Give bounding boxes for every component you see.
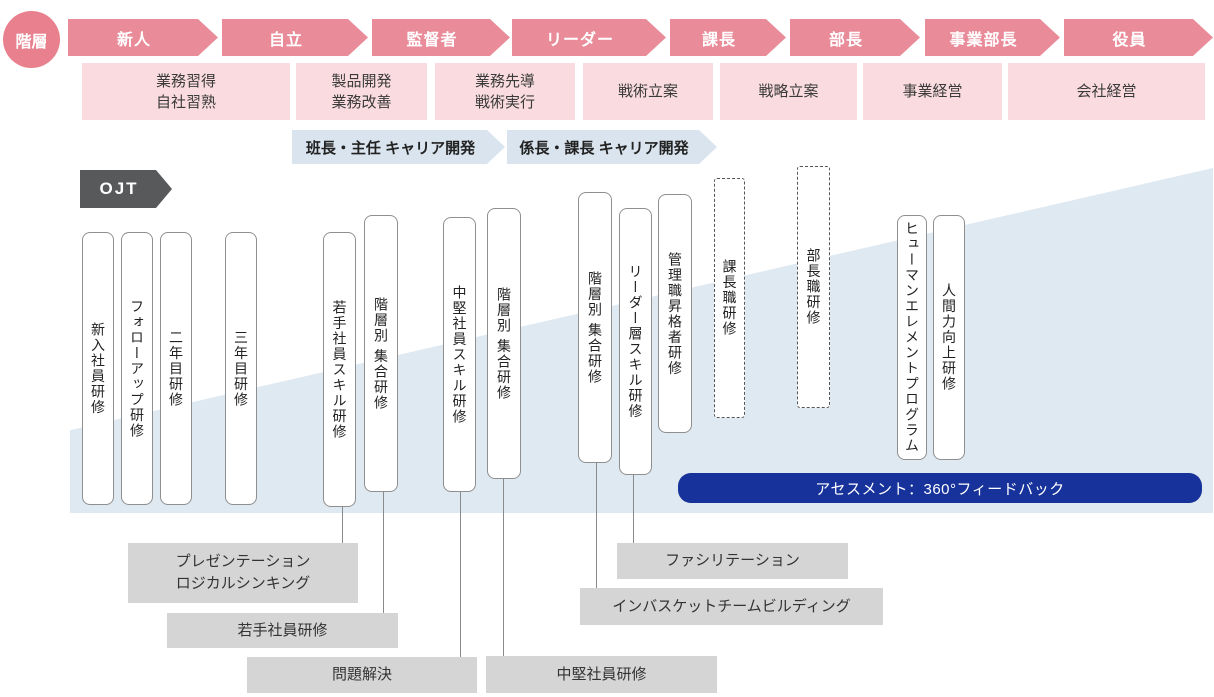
training-box: 管理職昇格者研修 — [658, 194, 692, 433]
connector-line — [460, 492, 461, 657]
connector-line — [503, 479, 504, 656]
training-box-label: 中堅社員スキル研修 — [451, 284, 468, 425]
training-box: 三年目研修 — [225, 232, 257, 505]
training-box: 新入社員研修 — [82, 232, 114, 505]
training-box-label: 階層別 集合研修 — [587, 270, 603, 385]
connector-line — [633, 475, 634, 543]
connector-line — [383, 492, 384, 613]
training-box: フォローアップ研修 — [121, 232, 153, 505]
career-development-arrow: 班長・主任 キャリア開発 — [292, 130, 505, 164]
training-box-label: 管理職昇格者研修 — [667, 251, 683, 376]
training-box-label: 三年目研修 — [233, 329, 249, 408]
level-chevron: 自立 — [222, 19, 368, 56]
connector-line — [342, 507, 343, 543]
level-chevron: 監督者 — [372, 19, 510, 56]
training-box-label: 二年目研修 — [168, 329, 184, 408]
training-box: 階層別 集合研修 — [487, 208, 521, 479]
training-box-label: 階層別 集合研修 — [496, 286, 512, 401]
level-chevron: リーダー — [512, 19, 666, 56]
workshop-box: プレゼンテーション ロジカルシンキング — [128, 543, 358, 603]
assessment-bar: アセスメント：360°フィードバック — [678, 473, 1202, 503]
competency-box: 事業経営 — [863, 63, 1002, 120]
connector-line — [596, 463, 597, 588]
training-box-label: 人間力向上研修 — [941, 283, 957, 392]
workshop-box: ファシリテーション — [617, 543, 848, 579]
workshop-box: 若手社員研修 — [167, 613, 398, 648]
training-box-label: ヒューマンエレメントプログラム — [904, 221, 920, 454]
training-box: 人間力向上研修 — [933, 215, 965, 460]
training-box: 若手社員スキル研修 — [323, 232, 356, 507]
competency-box: 製品開発 業務改善 — [296, 63, 427, 120]
training-box-label: フォローアップ研修 — [129, 298, 145, 439]
level-chevron: 事業部長 — [925, 19, 1060, 56]
training-box-label: 階層別 集合研修 — [373, 296, 389, 411]
training-box-label: 新入社員研修 — [90, 322, 106, 415]
workshop-box: 中堅社員研修 — [486, 656, 717, 693]
level-chevron: 課長 — [670, 19, 786, 56]
training-box-label: 若手社員スキル研修 — [331, 299, 348, 440]
training-box: 階層別 集合研修 — [364, 215, 398, 492]
hierarchy-circle: 階層 — [3, 11, 60, 68]
training-box: リーダー層スキル研修 — [619, 208, 652, 475]
training-box: 階層別 集合研修 — [578, 192, 612, 463]
training-box: ヒューマンエレメントプログラム — [897, 215, 927, 460]
training-box-label: 課長職研修 — [721, 259, 738, 337]
level-chevron: 部長 — [790, 19, 920, 56]
training-box: 二年目研修 — [160, 232, 192, 505]
level-chevron: 新人 — [68, 19, 218, 56]
level-chevron: 役員 — [1064, 19, 1213, 56]
ojt-arrow: OJT — [80, 170, 172, 208]
training-box-dashed: 部長職研修 — [797, 166, 830, 408]
career-development-arrow: 係長・課長 キャリア開発 — [507, 130, 717, 164]
training-box: 中堅社員スキル研修 — [443, 217, 476, 492]
competency-box: 戦術立案 — [583, 63, 713, 120]
workshop-box: インバスケットチームビルディング — [580, 588, 883, 625]
workshop-box: 問題解決 — [247, 657, 477, 693]
training-box-label: 部長職研修 — [805, 248, 822, 326]
training-box-dashed: 課長職研修 — [714, 178, 745, 418]
training-box-label: リーダー層スキル研修 — [627, 264, 644, 419]
competency-box: 戦略立案 — [720, 63, 857, 120]
competency-box: 会社経営 — [1008, 63, 1205, 120]
competency-box: 業務先導 戦術実行 — [435, 63, 575, 120]
competency-box: 業務習得 自社習熟 — [82, 63, 290, 120]
